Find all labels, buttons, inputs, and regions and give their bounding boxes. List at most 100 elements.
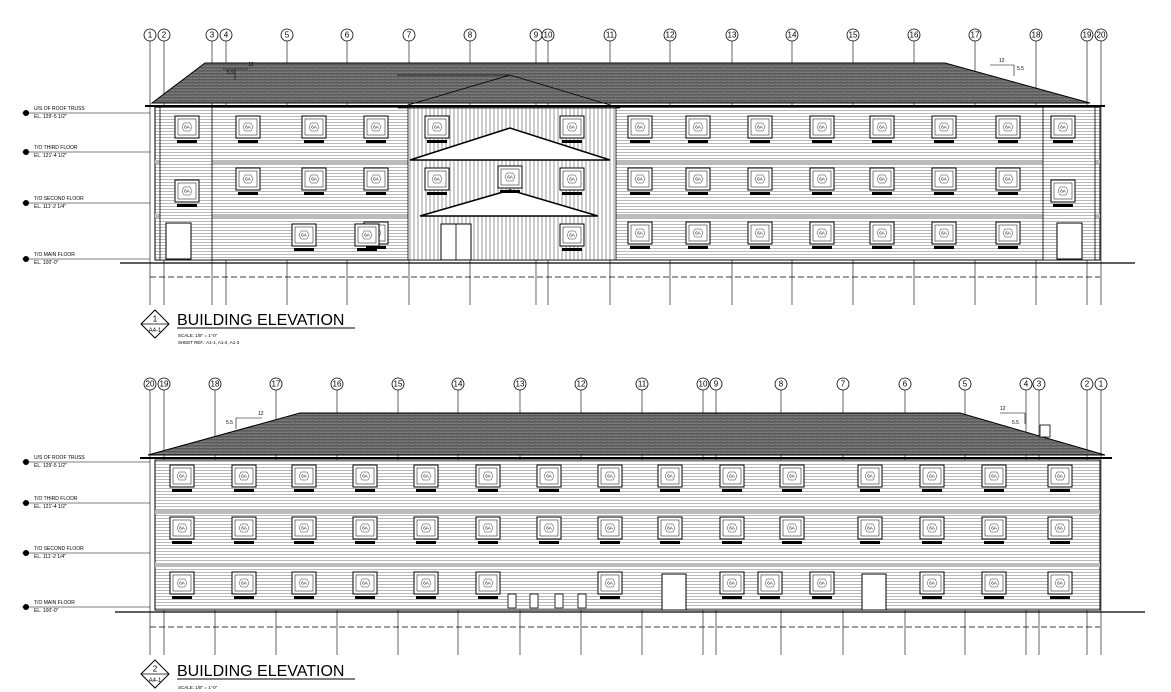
grid-label: 13 <box>728 31 737 40</box>
entry-canopy <box>419 189 599 217</box>
window: 6A <box>169 464 195 492</box>
window-tag: 6A <box>879 177 885 182</box>
window-tag: 6A <box>179 474 185 479</box>
window: 6A <box>779 464 805 492</box>
window: 6A <box>919 464 945 492</box>
utility-meters <box>507 593 587 609</box>
grid-label: 13 <box>516 380 525 389</box>
grid-bubble: 1 <box>143 28 157 305</box>
window-tag: 6A <box>819 177 825 182</box>
window: 6A <box>231 464 257 492</box>
grid-label: 19 <box>160 380 169 389</box>
window: 6A <box>809 115 835 143</box>
window: 6A <box>413 516 439 544</box>
window: 6A <box>719 516 745 544</box>
grid-label: 11 <box>606 31 615 40</box>
window-tag: 6A <box>991 474 997 479</box>
grid-bubble: 1 <box>1094 377 1108 655</box>
window: 6A <box>352 571 378 599</box>
slope-rise-label: 5.5 <box>1012 420 1019 426</box>
roof-slope-indicator: 12 5.5 <box>1000 406 1026 426</box>
grid-label: 12 <box>577 380 586 389</box>
grid-label: 15 <box>394 380 403 389</box>
slope-rise-label: 5.5 <box>227 70 234 76</box>
grid-label: 3 <box>1037 380 1042 389</box>
window: 6A <box>597 464 623 492</box>
slope-rise-label: 5.5 <box>226 420 233 426</box>
window: 6A <box>747 115 773 143</box>
window: 6A <box>995 115 1021 143</box>
window: 6A <box>685 115 711 143</box>
window-tag: 6A <box>757 177 763 182</box>
window-tag: 6A <box>485 581 491 586</box>
window-tag: 6A <box>362 474 368 479</box>
window-tag: 6A <box>241 474 247 479</box>
level-name: T/O THIRD FLOOR <box>34 496 78 502</box>
window-tag: 6A <box>569 233 575 238</box>
window: 6A <box>363 167 389 195</box>
slope-run-label: 12 <box>248 62 254 68</box>
roof-slope-indicator: 12 5.5 <box>223 62 254 80</box>
window-tag: 6A <box>546 474 552 479</box>
grid-label: 8 <box>779 380 784 389</box>
window-tag: 6A <box>991 581 997 586</box>
window-tag: 6A <box>1057 581 1063 586</box>
window-tag: 6A <box>245 177 251 182</box>
window-tag: 6A <box>757 125 763 130</box>
window-tag: 6A <box>179 581 185 586</box>
window-tag: 6A <box>637 231 643 236</box>
grid-label: 3 <box>210 31 215 40</box>
exterior-door <box>661 573 687 611</box>
window: 6A <box>931 167 957 195</box>
window-tag: 6A <box>241 581 247 586</box>
window: 6A <box>869 115 895 143</box>
window: 6A <box>536 516 562 544</box>
window-tag: 6A <box>991 526 997 531</box>
slope-run-label: 12 <box>1000 406 1006 412</box>
window-tag: 6A <box>767 581 773 586</box>
level-name: T/O MAIN FLOOR <box>34 252 75 258</box>
window-group: 6A 6A 6A 6A 6A 6A 6A 6A 6A 6A 6A 6A 6A 6A 6A 6A 6A 6A 6A 6A… <box>174 115 1076 251</box>
window-tag: 6A <box>695 125 701 130</box>
window-tag: 6A <box>1060 189 1066 194</box>
floor-band <box>155 214 1100 218</box>
window-tag: 6A <box>362 581 368 586</box>
window-tag: 6A <box>1057 526 1063 531</box>
grid-bubble: 20 <box>1094 28 1108 305</box>
window-tag: 6A <box>373 177 379 182</box>
window: 6A <box>231 571 257 599</box>
window-tag: 6A <box>423 526 429 531</box>
window-tag: 6A <box>867 474 873 479</box>
grid-label: 19 <box>1083 31 1092 40</box>
slope-run-label: 12 <box>999 58 1005 64</box>
window-tag: 6A <box>301 581 307 586</box>
sheet-number: A4-1 <box>149 328 162 334</box>
window: 6A <box>981 516 1007 544</box>
window-tag: 6A <box>434 177 440 182</box>
window-tag: 6A <box>695 177 701 182</box>
window-tag: 6A <box>311 177 317 182</box>
window: 6A <box>809 571 835 599</box>
window: 6A <box>719 571 745 599</box>
window-tag: 6A <box>789 474 795 479</box>
entry-gable <box>409 127 611 161</box>
grid-label: 6 <box>345 31 350 40</box>
window: 6A <box>235 167 261 195</box>
window-tag: 6A <box>546 526 552 531</box>
level-elevation: EL. 100'-0" <box>34 608 59 614</box>
window: 6A <box>291 516 317 544</box>
window-tag: 6A <box>819 125 825 130</box>
grid-label: 5 <box>285 31 290 40</box>
window-tag: 6A <box>607 474 613 479</box>
window: 6A <box>424 115 450 143</box>
window-tag: 6A <box>301 233 307 238</box>
window: 6A <box>174 179 200 207</box>
window-tag: 6A <box>789 526 795 531</box>
grid-label: 1 <box>148 31 153 40</box>
level-elevation: EL. 100'-0" <box>34 260 59 266</box>
window: 6A <box>1047 571 1073 599</box>
